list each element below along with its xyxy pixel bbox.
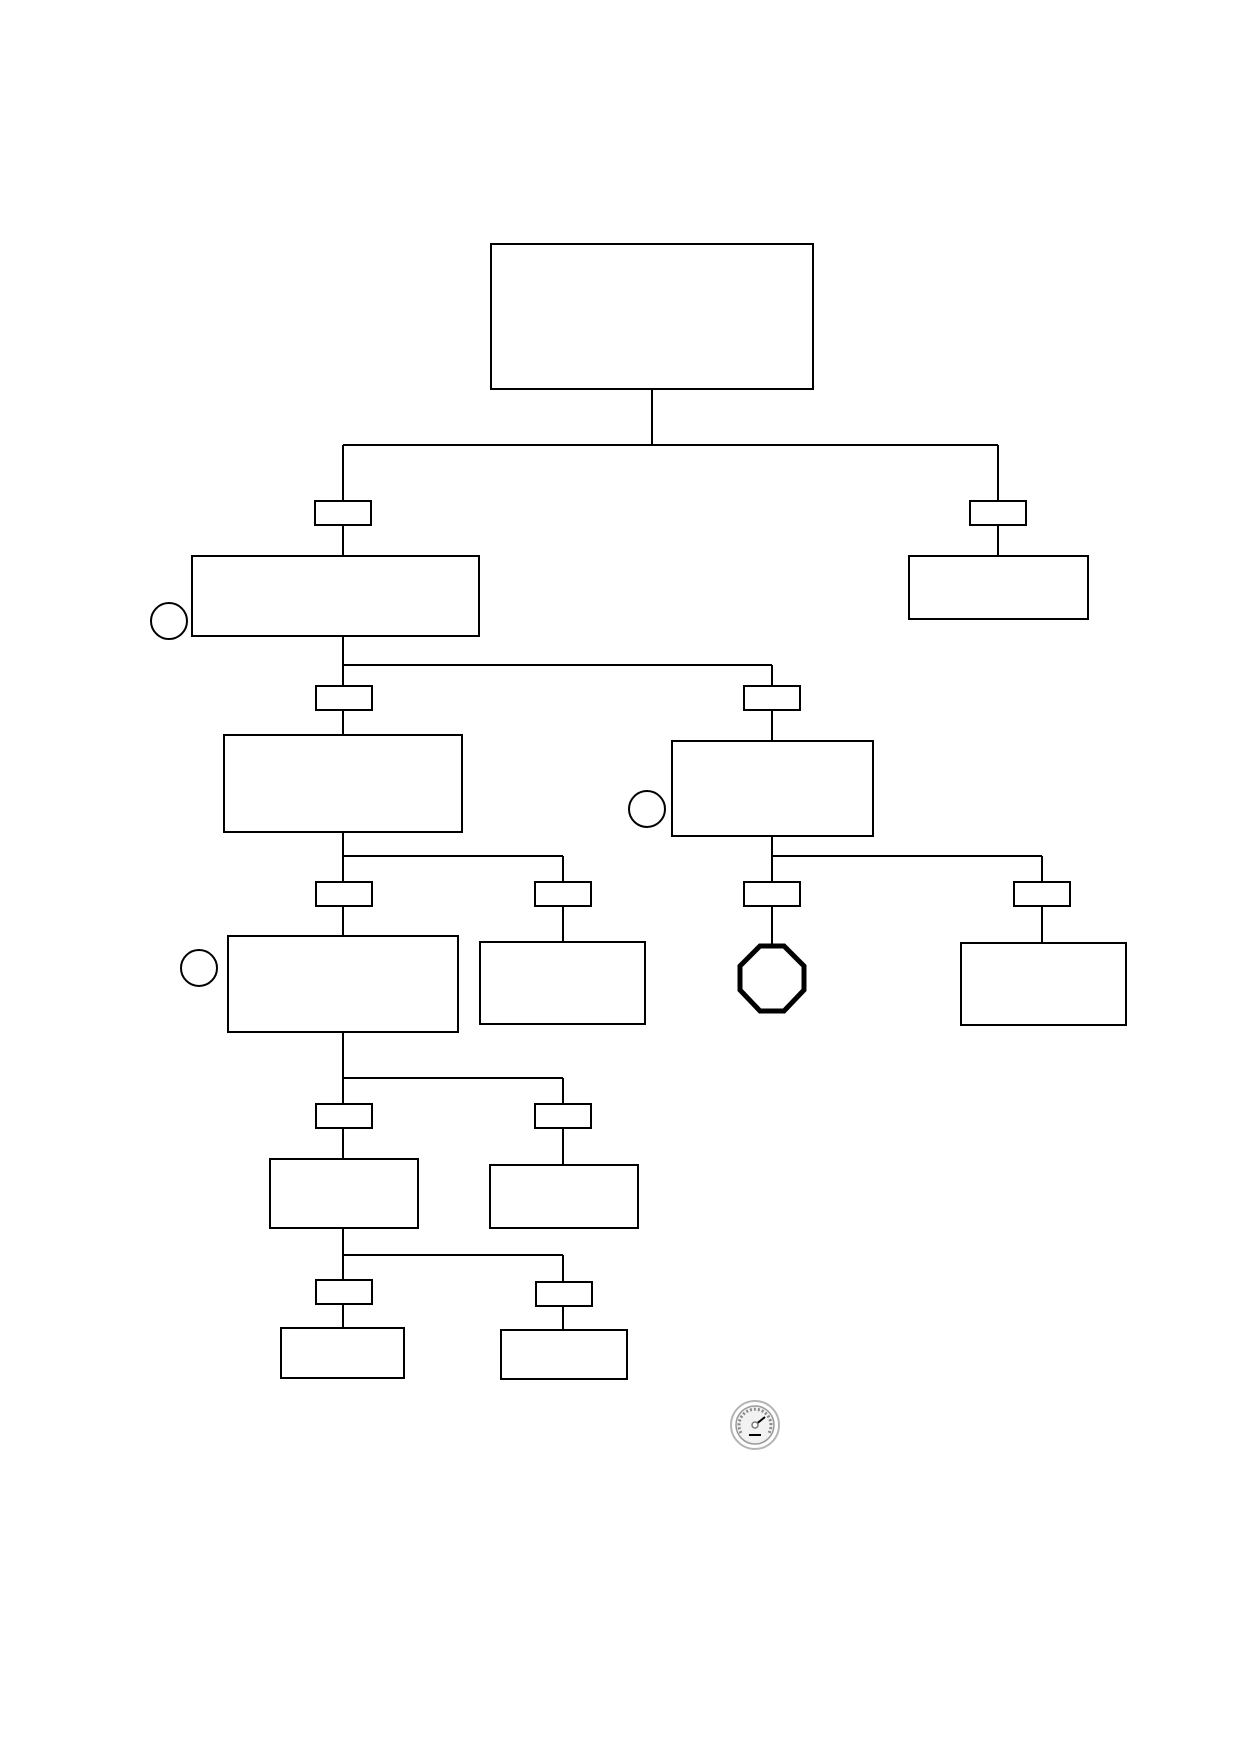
branch-label xyxy=(315,881,373,907)
node-level1-right xyxy=(908,555,1089,620)
branch-label xyxy=(534,1103,592,1129)
branch-labels xyxy=(314,500,1071,1307)
stop-octagon-icon xyxy=(737,943,807,1014)
node-level3-right xyxy=(960,942,1127,1026)
node-level3-mid xyxy=(479,941,646,1025)
branch-label xyxy=(314,500,372,526)
node-level5-left xyxy=(280,1327,405,1379)
branch-label xyxy=(969,500,1027,526)
node-level2-right xyxy=(671,740,874,837)
circle-marker xyxy=(150,602,188,640)
node-level1-left xyxy=(191,555,480,637)
nodes xyxy=(191,243,1127,1380)
connectors xyxy=(342,389,1043,1330)
branch-label xyxy=(743,685,801,711)
branch-label xyxy=(743,881,801,907)
speedometer-icon xyxy=(730,1400,780,1450)
branch-label xyxy=(535,1281,593,1307)
node-level4-left xyxy=(269,1158,419,1229)
node-level2-left xyxy=(223,734,463,833)
node-level3-left xyxy=(227,935,459,1033)
branch-label xyxy=(534,881,592,907)
node-markers xyxy=(150,602,666,987)
circle-marker xyxy=(180,949,218,987)
node-level5-right xyxy=(500,1329,628,1380)
branch-label xyxy=(315,1103,373,1129)
branch-label xyxy=(315,1279,373,1305)
branch-label xyxy=(315,685,373,711)
circle-marker xyxy=(628,790,666,828)
node-level4-right xyxy=(489,1164,639,1229)
branch-label xyxy=(1013,881,1071,907)
root-node xyxy=(490,243,814,390)
